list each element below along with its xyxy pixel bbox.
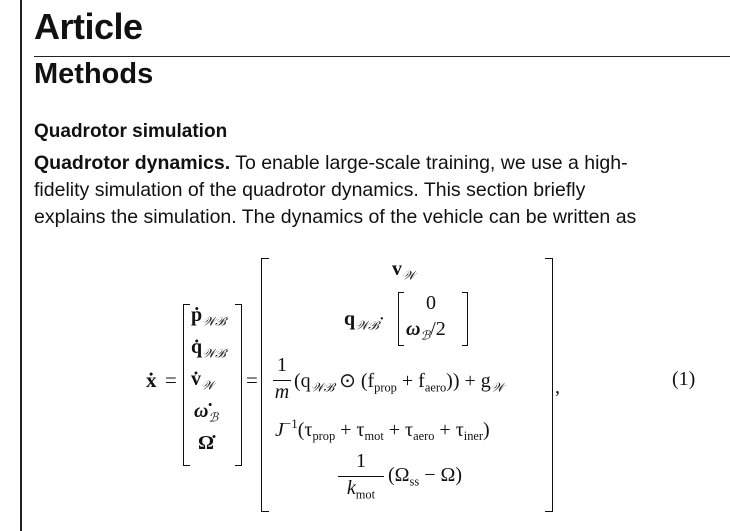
paragraph-line-2: fidelity simulation of the quadrotor dyn…	[34, 179, 586, 201]
body-paragraph: Quadrotor dynamics. To enable large-scal…	[34, 150, 714, 231]
row-velocity: v𝒲	[392, 258, 415, 283]
frac-1-bar	[273, 380, 291, 382]
subsection-heading: Quadrotor simulation	[34, 121, 228, 142]
equals-sign: =	[165, 368, 177, 392]
article-heading: Article	[34, 6, 143, 47]
equation-comma: ,	[555, 376, 560, 398]
row-acceleration: (q𝒲ℬ ⊙ (fprop + faero)) + g𝒲	[294, 370, 504, 395]
paragraph-lead: Quadrotor dynamics.	[34, 152, 231, 174]
frac-2-num: 1	[356, 450, 366, 472]
frac-2-den: kmot	[346, 477, 376, 502]
paragraph-text: To enable large-scale training, we use a…	[230, 152, 628, 174]
paragraph-line-3: explains the simulation. The dynamics of…	[34, 206, 637, 228]
inner-left-bracket	[398, 292, 404, 346]
left-margin-rule	[20, 0, 22, 531]
equation-1: ẋ = ṗ𝒲ℬ q̇𝒲ℬ v̇𝒲 ω̇ℬ Ω̇ = v𝒲 q𝒲ℬ· 0 ωℬ/2…	[0, 254, 730, 514]
frac-1-den: m	[274, 381, 290, 403]
frac-2-bar	[338, 476, 384, 478]
state-v: v̇𝒲	[191, 368, 214, 393]
state-p: ṗ𝒲ℬ	[191, 304, 226, 329]
inner-zero: 0	[426, 292, 436, 314]
state-Omega: Ω̇	[198, 432, 215, 454]
equation-number: (1)	[672, 368, 696, 390]
section-heading: Methods	[34, 58, 154, 90]
row-angular: J−1(τprop + τmot + τaero + τiner)	[275, 416, 490, 444]
frac-1-num: 1	[277, 354, 287, 376]
inner-right-bracket	[462, 292, 468, 346]
paragraph-line-1: Quadrotor dynamics. To enable large-scal…	[34, 150, 714, 177]
right-bracket	[235, 304, 242, 466]
row-motor: (Ωss − Ω)	[388, 464, 462, 489]
inner-omega: ωℬ/2	[406, 318, 446, 343]
equation-lhs: ẋ	[146, 368, 157, 392]
left-bracket	[183, 304, 190, 466]
equals-sign-2: =	[246, 368, 258, 392]
state-q: q̇𝒲ℬ	[191, 336, 226, 361]
rhs-right-bracket	[545, 258, 553, 512]
row-quaternion: q𝒲ℬ·	[344, 308, 386, 333]
rhs-left-bracket	[261, 258, 269, 512]
state-omega: ω̇ℬ	[194, 400, 219, 425]
header-rule	[34, 56, 730, 57]
